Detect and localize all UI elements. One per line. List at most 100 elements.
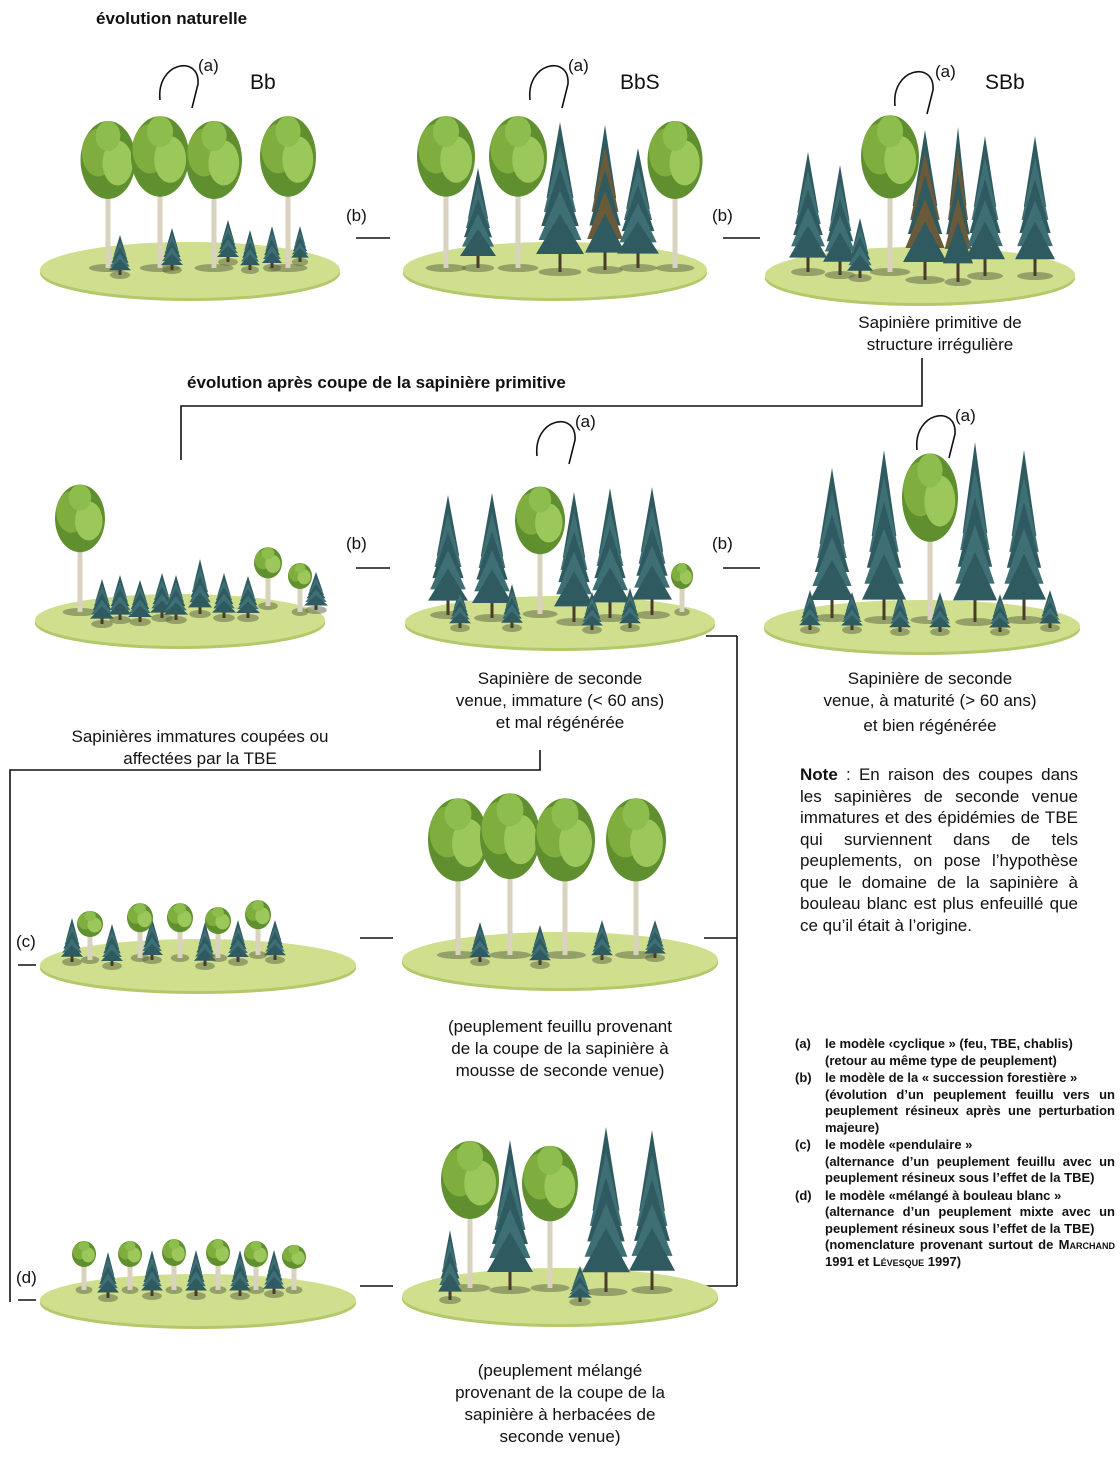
caption-mature: Sapinière de seconde venue, à maturité (…	[790, 668, 1070, 737]
marker-b-3: (b)	[346, 534, 367, 553]
conifer-tree	[141, 1250, 163, 1300]
birch-tree	[205, 907, 231, 962]
conifer-tree	[929, 592, 951, 636]
marker-a-3: (a)	[935, 62, 956, 81]
legend-b-desc: (évolution d’un peuplement feuillu vers …	[825, 1086, 1115, 1135]
legend-item-d: (d) le modèle «mélangé à bouleau blanc »…	[795, 1188, 1115, 1271]
stand-code-bbs: BbS	[620, 71, 660, 94]
caption-immature-line2: venue, immature (< 60 ans)	[455, 691, 665, 710]
caption-mature-line1: Sapinière de seconde	[847, 669, 1013, 688]
conifer-tree	[568, 1266, 592, 1306]
legend-key-a: (a)	[795, 1036, 811, 1051]
conifer-tree	[263, 1250, 285, 1298]
conifer-tree	[629, 1130, 675, 1294]
legend-item-c: (c) le modèle «pendulaire » (alternance …	[795, 1137, 1115, 1187]
legend-source-author2: Lévesque	[872, 1253, 925, 1269]
birch-tree	[72, 1241, 96, 1294]
connector-primitive-to-cut	[180, 358, 923, 460]
caption-cut: Sapinières immatures coupées ou affectée…	[40, 726, 360, 770]
caption-immature: Sapinière de seconde venue, immature (< …	[420, 668, 700, 734]
caption-mixed: (peuplement mélangé provenant de la coup…	[420, 1360, 700, 1448]
caption-primitive: Sapinière primitive de structure irrégul…	[820, 312, 1060, 356]
cycle-arrow-3	[894, 71, 934, 115]
note-label: Note	[800, 765, 838, 784]
legend-d-title: le modèle «mélangé à bouleau blanc »	[825, 1187, 1062, 1203]
note-text: : En raison des coupes dans les sapinièr…	[800, 765, 1078, 935]
conifer-tree	[449, 588, 471, 632]
conifer-tree	[529, 925, 551, 969]
caption-immature-line1: Sapinière de seconde	[477, 669, 643, 688]
ground-hardwood	[402, 932, 718, 991]
cycle-arrows	[159, 65, 956, 465]
legend-key-d: (d)	[795, 1187, 812, 1203]
conifer-tree	[1002, 450, 1046, 624]
conifer-tree	[460, 168, 496, 272]
conifer-tree	[227, 920, 249, 966]
caption-mixed-line3: sapinière à herbacées de	[464, 1405, 656, 1424]
conifer-tree	[632, 487, 672, 619]
birch-tree	[167, 903, 193, 962]
conifer-tree	[789, 152, 827, 276]
conifer-tree	[644, 920, 666, 962]
caption-primitive-line2: structure irrégulière	[866, 335, 1014, 354]
conifer-tree	[989, 594, 1011, 636]
conifer-tree	[185, 1250, 207, 1300]
conifer-tree	[501, 584, 523, 632]
cycle-arrow-2	[529, 65, 569, 109]
birch-tree	[480, 793, 540, 959]
caption-hardwood-line2: de la coupe de la sapinière à	[451, 1039, 669, 1058]
birch-tree	[131, 116, 189, 272]
connector-lines	[9, 237, 923, 1302]
stand-code-sbb: SBb	[985, 71, 1025, 94]
conifer-tree	[236, 576, 260, 622]
birch-tree	[244, 1241, 268, 1294]
conifer-tree	[469, 922, 491, 966]
conifer-tree	[264, 920, 286, 964]
birch-tree	[535, 798, 595, 959]
conifer-tree	[554, 492, 594, 626]
conifer-tree	[128, 580, 152, 626]
marker-a-1: (a)	[198, 56, 219, 75]
conifer-tree	[841, 592, 863, 634]
caption-mixed-line1: (peuplement mélangé	[477, 1361, 643, 1380]
conifer-tree	[472, 493, 512, 622]
stand-code-bb: Bb	[250, 71, 276, 94]
connector-cut-left	[9, 750, 541, 1302]
conifer-tree	[240, 230, 260, 274]
marker-b-4: (b)	[712, 534, 733, 553]
legend-c-title: le modèle «pendulaire »	[825, 1137, 973, 1152]
conifer-tree	[799, 590, 821, 634]
birch-tree	[260, 116, 316, 272]
conifer-tree	[889, 592, 911, 636]
heading-natural-evolution: évolution naturelle	[96, 9, 248, 28]
conifer-tree	[90, 579, 114, 628]
legend-source-post: 1997)	[924, 1253, 962, 1269]
marker-c: (c)	[16, 932, 36, 951]
conifer-tree	[108, 575, 132, 624]
caption-mixed-line4: seconde venue)	[499, 1427, 621, 1446]
legend-source-mid: 1991 et	[825, 1253, 873, 1269]
marker-a-5: (a)	[955, 406, 976, 425]
birch-tree	[162, 1239, 186, 1294]
birch-tree	[417, 116, 475, 272]
legend-key-c: (c)	[795, 1137, 811, 1152]
conifer-tree	[823, 165, 857, 279]
birch-tree	[861, 115, 919, 276]
heading-after-cut: évolution après coupe de la sapinière pr…	[187, 373, 566, 392]
birch-tree	[80, 121, 136, 272]
legend: (a) le modèle ‹cyclique » (feu, TBE, cha…	[795, 1036, 1115, 1271]
legend-source-pre: (nomenclature provenant surtout de	[825, 1237, 1059, 1252]
caption-hardwood-line1: (peuplement feuillu provenant	[448, 1017, 672, 1036]
caption-primitive-line1: Sapinière primitive de	[858, 313, 1022, 332]
birch-tree	[118, 1241, 142, 1294]
dead-conifer-tree	[585, 125, 625, 274]
conifer-tree	[188, 559, 212, 618]
birch-tree	[55, 484, 105, 616]
conifer-tree	[438, 1230, 462, 1304]
dead-conifer-tree	[943, 127, 973, 286]
caption-immature-line3: et mal régénérée	[495, 713, 625, 732]
birch-tree	[902, 453, 958, 624]
legend-source-author1: Marchand	[1058, 1237, 1115, 1252]
conifer-tree	[582, 1127, 630, 1296]
birch-tree	[288, 563, 312, 616]
